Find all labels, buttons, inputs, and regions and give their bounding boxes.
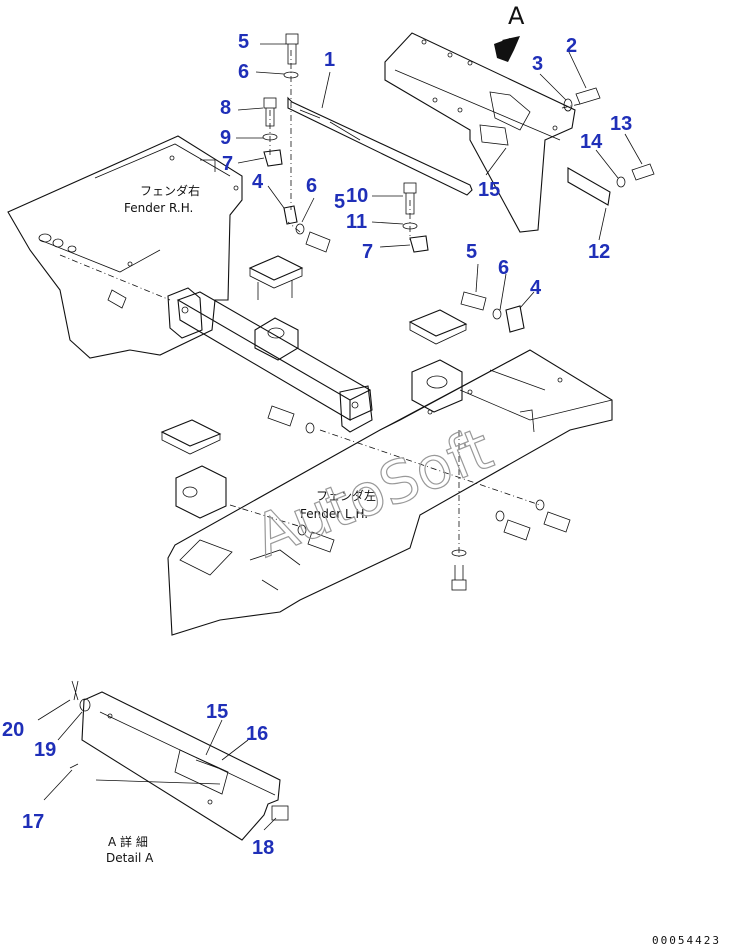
callout-5-right: 5: [466, 241, 477, 263]
fender-rh: [7, 135, 243, 359]
drawing-number: 00054423: [652, 934, 721, 947]
fender-stay-bar: [287, 96, 473, 196]
callout-3: 3: [532, 53, 543, 75]
side-plate-12: [567, 167, 611, 206]
callout-13: 13: [610, 113, 632, 135]
callout-17: 17: [22, 811, 44, 833]
callout-4-right: 4: [530, 277, 542, 299]
callout-15-detail: 15: [206, 701, 228, 723]
callout-14: 14: [580, 131, 603, 153]
fender-lh-en-label: Fender L.H.: [300, 507, 368, 521]
cross-beam: [167, 287, 373, 433]
lower-bolts-and-washers: [267, 405, 571, 591]
callout-7: 7: [222, 153, 233, 175]
detail-a-jp-label: A 詳 細: [108, 834, 148, 849]
mount-pad-center: [408, 309, 468, 413]
callout-1: 1: [324, 49, 335, 71]
detail-a-en-label: Detail A: [106, 851, 154, 865]
callout-20: 20: [2, 719, 24, 741]
fender-rh-jp-label: フェンダ右: [140, 183, 200, 198]
detail-a-view: [69, 680, 289, 841]
callout-12: 12: [588, 241, 610, 263]
fender-rh-en-label: Fender R.H.: [124, 201, 193, 215]
callout-4: 4: [252, 171, 264, 193]
callout-2: 2: [566, 35, 577, 57]
leader-lines: [37, 43, 643, 831]
callout-16: 16: [246, 723, 268, 745]
callout-7-right: 7: [362, 241, 373, 263]
callout-9: 9: [220, 127, 231, 149]
callout-19: 19: [34, 739, 56, 761]
callout-6: 6: [238, 61, 249, 83]
fender-lh-jp-label: フェンダ左: [316, 488, 376, 503]
fender-lh: [167, 349, 613, 636]
mount-pad-upper-left: [248, 255, 304, 300]
mount-pad-lower-left: [160, 419, 227, 519]
view-arrow-a: [494, 36, 520, 62]
callout-15: 15: [478, 179, 500, 201]
view-label-a: A: [508, 2, 525, 30]
callout-11: 11: [346, 211, 367, 233]
callout-6-mid: 6: [306, 175, 317, 197]
callout-5: 5: [238, 31, 249, 53]
callout-6-right: 6: [498, 257, 509, 279]
callout-18: 18: [252, 837, 274, 859]
watermark-text: AutoSoft: [245, 414, 501, 570]
callout-10: 10: [346, 185, 368, 207]
rear-bracket-plate: [384, 32, 576, 233]
callout-8: 8: [220, 97, 231, 119]
callout-5-mid: 5: [334, 191, 345, 213]
